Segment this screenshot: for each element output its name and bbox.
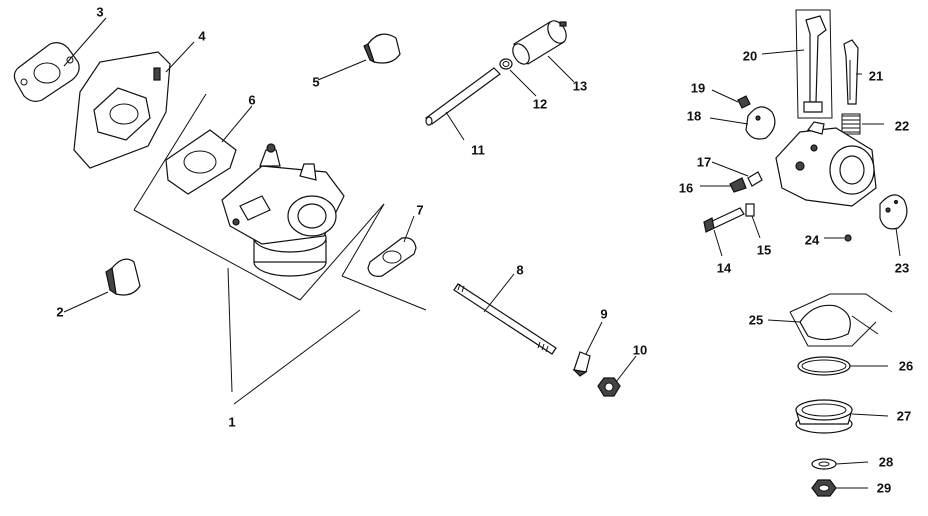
callout-7: 7 xyxy=(416,202,424,218)
part-25-float xyxy=(789,293,893,347)
callout-24: 24 xyxy=(804,232,820,248)
callout-3: 3 xyxy=(96,4,104,20)
part-22-spring xyxy=(841,113,861,135)
part-21-needle xyxy=(843,39,859,105)
callout-18: 18 xyxy=(686,108,702,124)
part-6-gasket xyxy=(165,129,237,195)
callout-29: 29 xyxy=(876,480,892,496)
part-2-float xyxy=(105,258,141,296)
carburetor-body-detail xyxy=(775,121,877,207)
part-18-plate xyxy=(745,106,776,140)
part-13-fuel-filter xyxy=(512,20,567,65)
callout-23: 23 xyxy=(894,260,910,276)
part-15-spring xyxy=(745,203,755,217)
callout-8: 8 xyxy=(516,262,524,278)
part-16-screw xyxy=(729,177,747,193)
part-4-mounting-plate xyxy=(73,51,171,169)
callout-26: 26 xyxy=(898,358,914,374)
part-3-gasket xyxy=(13,42,80,102)
part-14-screw xyxy=(703,207,745,233)
part-24-ball xyxy=(844,234,852,242)
part-20-shaft-assembly xyxy=(795,9,833,119)
part-1-carburetor xyxy=(221,143,345,277)
callout-15: 15 xyxy=(756,242,772,258)
callout-12: 12 xyxy=(532,96,548,112)
part-7-gasket xyxy=(367,237,417,277)
part-23-gasket xyxy=(879,194,908,230)
callout-10: 10 xyxy=(632,342,648,358)
callout-19: 19 xyxy=(690,80,706,96)
callout-28: 28 xyxy=(878,454,894,470)
callout-22: 22 xyxy=(894,118,910,134)
part-17-screw xyxy=(747,171,763,187)
part-27-bowl xyxy=(795,399,853,434)
callout-27: 27 xyxy=(896,408,912,424)
part-11-tube xyxy=(425,67,501,126)
part-19-screw xyxy=(737,95,751,109)
callout-6: 6 xyxy=(248,92,256,108)
callout-17: 17 xyxy=(696,154,712,170)
part-12-ring xyxy=(499,58,513,70)
part-28-washer xyxy=(811,458,837,470)
callout-11: 11 xyxy=(471,142,485,158)
callout-2: 2 xyxy=(56,304,64,320)
callout-1: 1 xyxy=(228,414,236,430)
callout-5: 5 xyxy=(312,74,320,90)
part-29-nut xyxy=(811,479,837,497)
callout-25: 25 xyxy=(748,312,764,328)
leader-lines xyxy=(63,17,901,489)
part-9-clip xyxy=(572,351,591,377)
callout-21: 21 xyxy=(868,68,884,84)
part-5-float xyxy=(363,33,401,64)
callout-4: 4 xyxy=(198,28,206,44)
callout-16: 16 xyxy=(678,180,694,196)
part-26-o-ring xyxy=(797,356,851,376)
callout-14: 14 xyxy=(716,260,732,276)
callout-13: 13 xyxy=(572,78,588,94)
callout-20: 20 xyxy=(742,48,758,64)
part-1-bracket xyxy=(133,93,427,405)
part-10-nut xyxy=(597,377,621,397)
part-8-stud xyxy=(453,283,557,355)
callout-9: 9 xyxy=(600,306,608,322)
